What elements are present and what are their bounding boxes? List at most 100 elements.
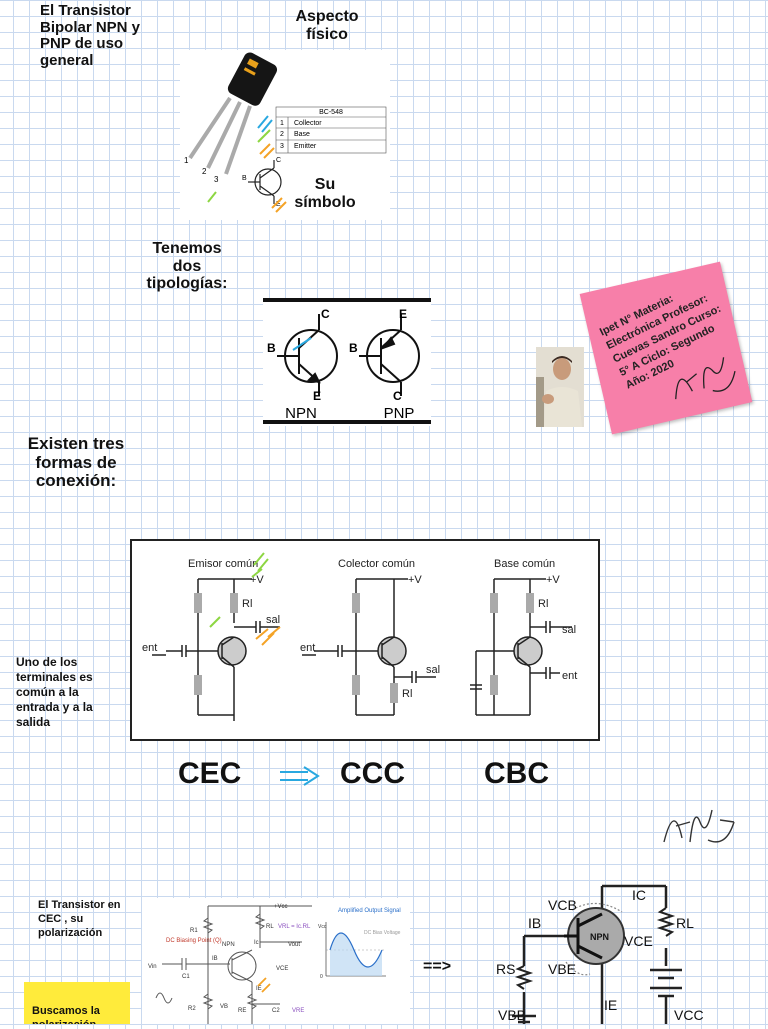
label-vce-right: VCE xyxy=(624,933,653,949)
label-vrl: VRL = Ic.RL xyxy=(278,924,311,930)
pin-leg-1 xyxy=(188,96,232,160)
laser-mark xyxy=(271,197,287,213)
pnp-base-label: B xyxy=(349,341,358,355)
label-zero: 0 xyxy=(320,974,323,980)
pnp-name: PNP xyxy=(384,405,415,422)
laser-mark xyxy=(209,616,221,628)
laser-mark xyxy=(207,191,217,203)
label-ie-right: IE xyxy=(604,997,617,1013)
connection-modes-diagram: Emisor común Colector común Base común xyxy=(142,552,577,721)
laser-mark xyxy=(257,977,271,993)
symbol-emitter-label: E xyxy=(276,201,281,208)
label-vin: Vin xyxy=(148,964,157,970)
laser-mark xyxy=(292,337,312,351)
connection-modes-card: Emisor común Colector común Base común xyxy=(130,539,600,741)
laser-arrow-icon xyxy=(280,766,320,786)
table-header: BC-548 xyxy=(319,109,343,116)
label-dc-bias: DC Biasing Point (Q) xyxy=(166,938,222,944)
label-rl: RL xyxy=(266,924,274,930)
resistor xyxy=(246,993,258,1010)
simbolo-label: Su símbolo xyxy=(294,176,356,211)
npn-name: NPN xyxy=(285,405,317,422)
resistor xyxy=(490,675,498,695)
label-ic-right: IC xyxy=(632,887,646,903)
circuit-v-label: +V xyxy=(408,574,422,586)
table-row-name: Emitter xyxy=(294,143,317,150)
resistor xyxy=(254,913,266,930)
pinout-table: BC-548 1 Collector 2 Base 3 Emitter xyxy=(275,106,387,154)
label-vout: Vout xyxy=(288,942,300,948)
laser-mark xyxy=(251,552,269,578)
label-rl-right: RL xyxy=(676,915,694,931)
yellow-note: Buscamos la polarización xyxy=(24,982,130,1024)
resistor xyxy=(352,675,360,695)
circuit-emisor-comun xyxy=(152,578,280,721)
section4-title: El Transistor en CEC , su polarización xyxy=(38,899,121,939)
label-cec: CEC xyxy=(178,757,242,790)
symbol-base-label: B xyxy=(242,175,247,182)
pin-label-3: 3 xyxy=(214,175,219,184)
label-ic: Ic xyxy=(254,940,259,946)
amplified-output-signal: Amplified Output Signal Vcc 0 DC Bias Vo… xyxy=(318,908,401,980)
resistor xyxy=(202,917,214,934)
pin-leg-2 xyxy=(206,101,242,169)
circuit-title: Colector común xyxy=(338,558,415,570)
resistor xyxy=(194,593,202,613)
table-row-num: 2 xyxy=(280,131,284,138)
resistor xyxy=(352,593,360,613)
npn-pnp-card: B C E NPN B E C PNP xyxy=(263,298,431,426)
cec-bias-diagram: +Vcc R1 RL VRL = Ic.RL Vout NPN Ic VCE D… xyxy=(148,904,401,1024)
resistor xyxy=(202,993,214,1010)
sticky-note: Ipet N° Materia: Electrónica Profesor: C… xyxy=(579,261,753,435)
table-row-name: Collector xyxy=(294,120,322,127)
circuit-rl-label: Rl xyxy=(402,688,412,700)
label-ib: IB xyxy=(212,956,218,962)
pnp-bottom-label: C xyxy=(393,389,402,403)
npn-symbol xyxy=(277,314,338,396)
section2-title: Tenemos dos tipologías: xyxy=(146,240,228,293)
npn-base-label: B xyxy=(267,341,276,355)
label-c1: C1 xyxy=(182,974,190,980)
circuit-out-label: sal xyxy=(266,614,280,626)
circuit-title: Emisor común xyxy=(188,558,258,570)
resistor xyxy=(194,675,202,695)
pin-label-1: 1 xyxy=(184,156,189,165)
npn-label: NPN xyxy=(590,932,609,942)
label-dc-voltage: DC Bias Voltage xyxy=(364,930,401,936)
pnp-top-label: E xyxy=(399,307,407,321)
circuit-title: Base común xyxy=(494,558,555,570)
resistor xyxy=(490,593,498,613)
label-vbb: VBB xyxy=(498,1007,526,1023)
label-amplified: Amplified Output Signal xyxy=(338,908,401,914)
table-row-num: 3 xyxy=(280,143,284,150)
circuit-base-comun xyxy=(470,578,572,716)
section1-title: El Transistor Bipolar NPN y PNP de uso g… xyxy=(40,2,141,69)
small-transistor-symbol xyxy=(248,160,282,204)
label-ib-right: IB xyxy=(528,915,541,931)
circuit-in-label: ent xyxy=(142,642,157,654)
label-vre: VRE xyxy=(292,1008,304,1014)
label-vcc: +Vcc xyxy=(274,904,288,910)
teacher-photo xyxy=(536,347,584,427)
label-cbc: CBC xyxy=(484,757,549,790)
npn-pnp-symbols: B C E NPN B E C PNP xyxy=(263,298,431,424)
symbol-collector-label: C xyxy=(276,157,281,164)
label-ie: IE xyxy=(256,986,262,992)
circuit-in-label: ent xyxy=(300,642,315,654)
circuit-rl-label: Rl xyxy=(538,598,548,610)
circuit-rl-label: Rl xyxy=(242,598,252,610)
label-vb: VB xyxy=(220,1004,228,1010)
table-row-num: 1 xyxy=(280,120,284,127)
resistor-rs xyxy=(514,965,534,990)
pin-label-2: 2 xyxy=(202,167,207,176)
circuit-v-label: +V xyxy=(546,574,560,586)
resistor xyxy=(526,593,534,613)
npn-bias-diagram: NPN VCB IC IB RL VCE RS VBE IE VBB VCC xyxy=(496,884,704,1024)
signature-mark xyxy=(675,357,736,400)
transistor-photo: 1 2 3 BC-548 1 Collector 2 Base 3 Emitte… xyxy=(184,52,387,213)
laser-mark xyxy=(257,129,271,143)
label-ccc: CCC xyxy=(340,757,405,790)
label-r2: R2 xyxy=(188,1006,196,1012)
laser-mark xyxy=(257,115,273,133)
table-row-name: Base xyxy=(294,131,310,138)
